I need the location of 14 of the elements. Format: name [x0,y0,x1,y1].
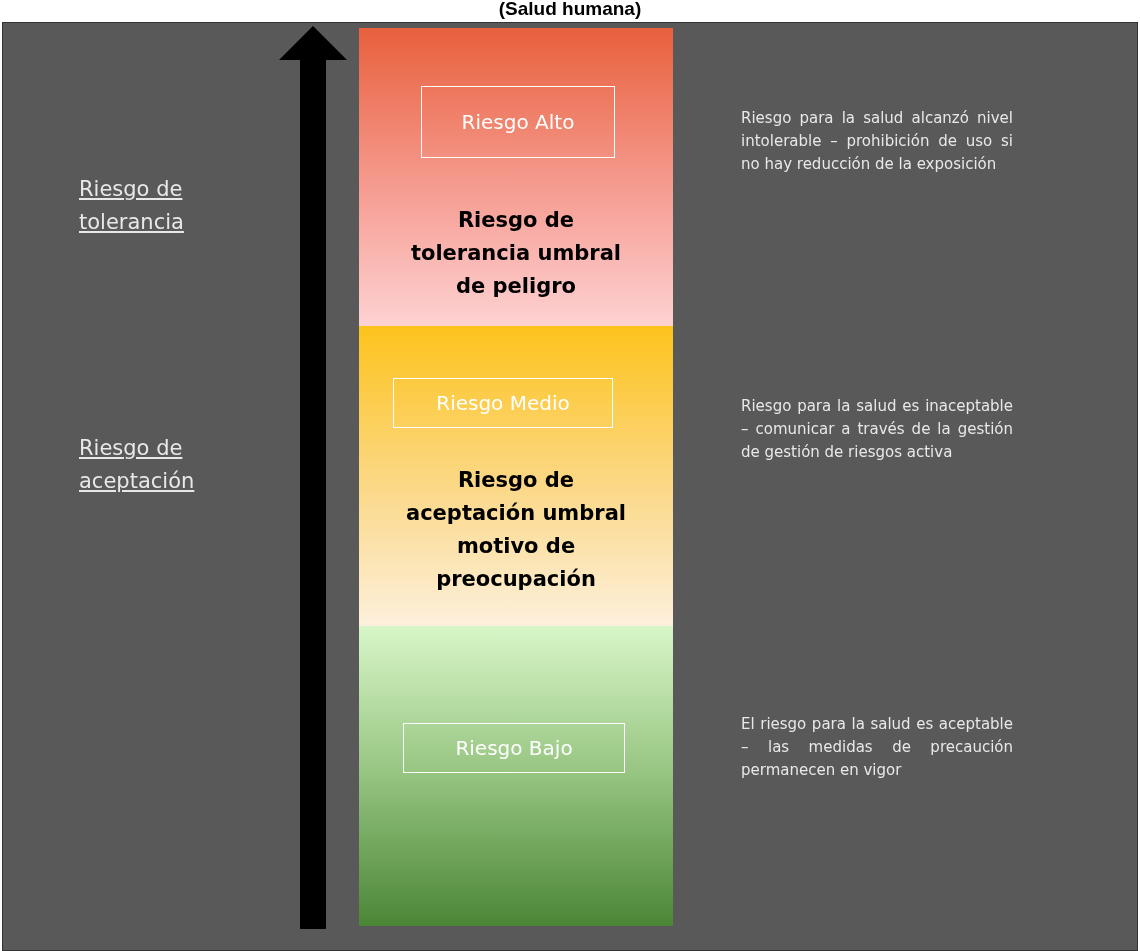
high-risk-band [359,28,673,326]
threshold-label: Riesgo de tolerancia umbral de peligro [409,207,623,300]
risk-level-box: Riesgo Medio [393,378,613,428]
diagram-title: (Salud humana) [497,0,643,20]
threshold-label: Riesgo de aceptación umbral motivo de preocupación [405,467,627,593]
description-text: El riesgo para la salud es aceptable – las medidas de precaución permanecen en vigor [741,714,1013,781]
axis-label: Riesgo de aceptación [79,435,196,495]
risk-level-box: Riesgo Alto [421,86,615,158]
axis-label: Riesgo de tolerancia [79,176,185,236]
description-text: Riesgo para la salud alcanzó nivel intolerable – prohibición de uso si no hay reducción de la exposición [741,108,1013,175]
description-text: Riesgo para la salud es inaceptable – comunicar a través de la gestión de gestión de riesgos activa [741,396,1013,463]
medium-risk-band [359,326,673,626]
risk-level-box: Riesgo Bajo [403,723,625,773]
low-risk-band [359,626,673,926]
